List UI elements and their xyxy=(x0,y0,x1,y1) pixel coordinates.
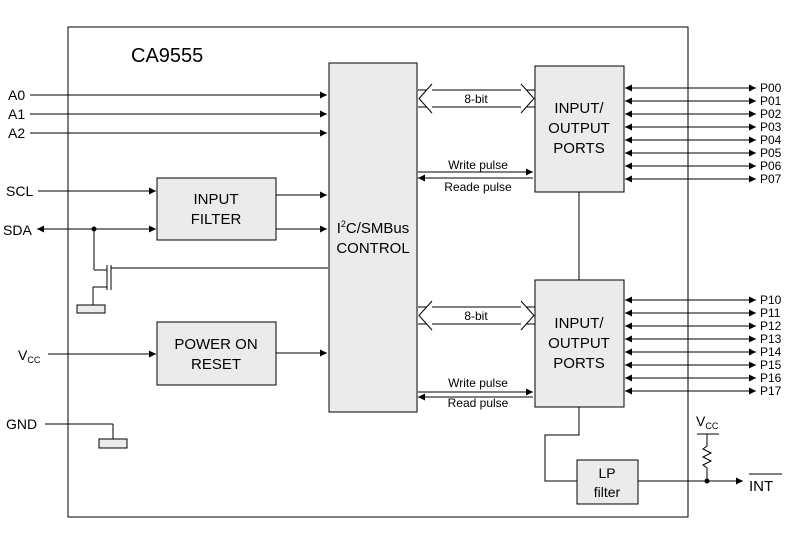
pin-label-p02: P02 xyxy=(760,107,782,121)
ground-icon xyxy=(98,438,128,449)
pin-label-p14: P14 xyxy=(760,345,782,359)
read-pulse-top-label: Reade pulse xyxy=(444,180,512,194)
serial-pins: SCL SDA xyxy=(3,183,328,314)
ports-top-label-1: INPUT/ xyxy=(554,100,604,117)
pin-label-p00: P00 xyxy=(760,81,782,95)
pin-label-sda: SDA xyxy=(3,222,32,238)
pin-label-p15: P15 xyxy=(760,358,782,372)
pin-label-gnd: GND xyxy=(6,416,37,432)
pin-label-p04: P04 xyxy=(760,133,782,147)
write-pulse-top-label: Write pulse xyxy=(448,158,508,172)
pin-label-vcc: VCC xyxy=(18,347,41,365)
bus-bottom-arrow-right xyxy=(520,300,535,331)
ports-bottom-label-3: PORTS xyxy=(553,355,604,372)
lp-filter-label-1: LP xyxy=(598,465,615,481)
chip-name: CA9555 xyxy=(131,45,203,67)
write-pulse-bottom-label: Write pulse xyxy=(448,376,508,390)
ports-bottom-label-2: OUTPUT xyxy=(548,335,610,352)
control-label-2: CONTROL xyxy=(336,240,409,257)
lp-filter-block xyxy=(576,459,639,505)
power-on-reset-block xyxy=(156,321,277,386)
pin-label-p06: P06 xyxy=(760,159,782,173)
bus-top-arrow-left xyxy=(418,83,433,114)
int-label: INT xyxy=(749,478,773,495)
bus-width-top: 8-bit xyxy=(464,92,488,106)
pin-label-p17: P17 xyxy=(760,384,782,398)
ports-top-label-3: PORTS xyxy=(553,140,604,157)
power-on-reset-label-1: POWER ON xyxy=(174,336,257,353)
input-filter-label-1: INPUT xyxy=(194,191,239,208)
pin-label-p03: P03 xyxy=(760,120,782,134)
bus-width-bottom: 8-bit xyxy=(464,309,488,323)
int-vcc-label: VCC xyxy=(696,413,719,431)
transistor-ground-icon xyxy=(76,304,106,314)
bus-top-arrow-right xyxy=(520,83,535,114)
ports-to-lp-wire xyxy=(544,407,580,482)
input-filter-block xyxy=(156,177,277,241)
address-pins: A0 A1 A2 xyxy=(8,87,327,141)
pin-label-a0: A0 xyxy=(8,87,25,103)
ports-bottom-block xyxy=(534,279,625,408)
pin-label-p16: P16 xyxy=(760,371,782,385)
bus-bottom-arrow-left xyxy=(418,300,433,331)
pin-label-p11: P11 xyxy=(760,306,781,320)
bus-top-gap xyxy=(433,91,520,106)
input-filter-label-2: FILTER xyxy=(191,211,242,228)
read-pulse-bottom-label: Read pulse xyxy=(448,396,509,410)
pin-label-p01: P01 xyxy=(760,94,782,108)
ports-top-label-2: OUTPUT xyxy=(548,120,610,137)
power-on-reset-label-2: RESET xyxy=(191,356,241,373)
control-label-1: I2C/SMBus xyxy=(337,219,410,237)
pin-label-p05: P05 xyxy=(760,146,782,160)
pin-label-p10: P10 xyxy=(760,293,782,307)
pullup-resistor-icon xyxy=(701,434,713,481)
pin-label-p13: P13 xyxy=(760,332,782,346)
lp-filter-label-2: filter xyxy=(594,484,621,500)
pin-label-p12: P12 xyxy=(760,319,782,333)
pin-label-a1: A1 xyxy=(8,106,25,122)
pin-label-scl: SCL xyxy=(6,183,33,199)
pin-label-a2: A2 xyxy=(8,125,25,141)
ports-bottom-label-1: INPUT/ xyxy=(554,315,604,332)
control-block xyxy=(328,62,418,413)
pin-label-p07: P07 xyxy=(760,172,782,186)
